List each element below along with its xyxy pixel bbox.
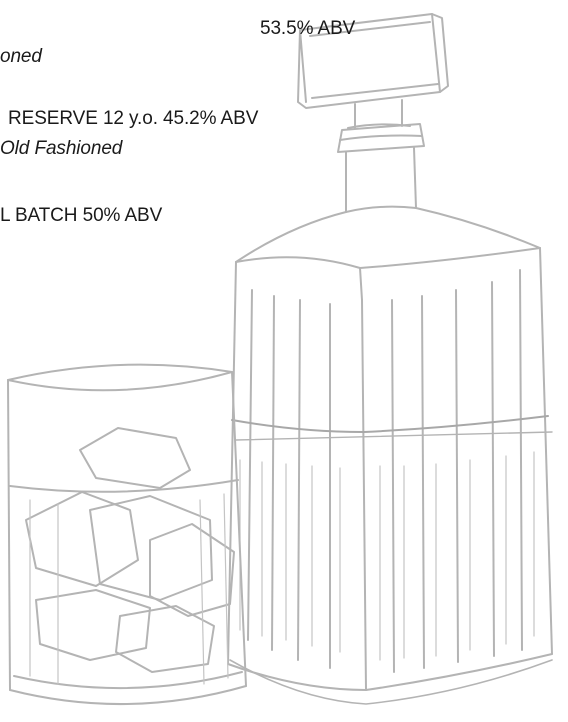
decanter-icon xyxy=(227,13,553,705)
rocks-glass-icon xyxy=(7,363,247,705)
menu-item-1-name: 53.5% ABV xyxy=(260,18,356,39)
menu-item-3-name: L BATCH 50% ABV xyxy=(0,205,163,226)
whisky-menu: 53.5% ABV oned RESERVE 12 y.o. 45.2% ABV… xyxy=(0,0,568,260)
menu-item-2-serve: Old Fashioned xyxy=(0,138,123,159)
menu-item-2-name: RESERVE 12 y.o. 45.2% ABV xyxy=(8,108,259,129)
menu-item-1-serve: oned xyxy=(0,46,42,67)
